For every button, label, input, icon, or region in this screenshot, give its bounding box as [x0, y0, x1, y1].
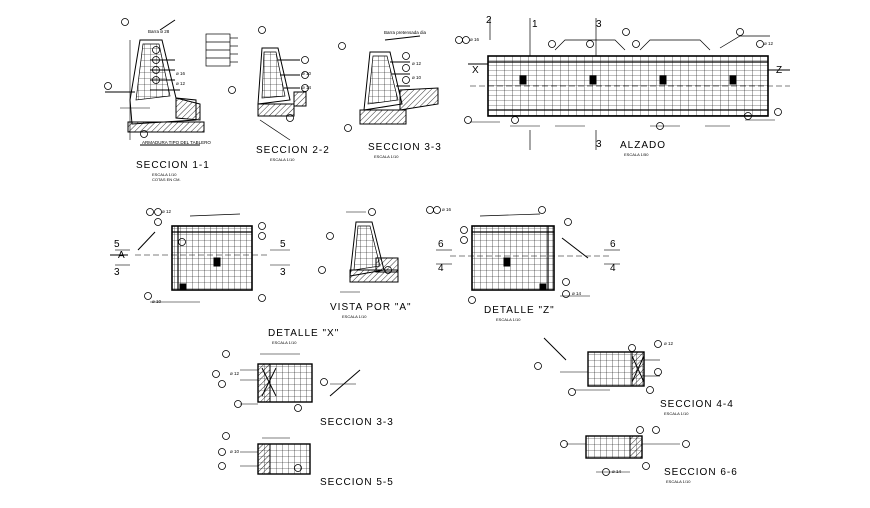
title-alzado: ALZADO — [620, 140, 667, 151]
bar-callout: ø 10 — [412, 75, 422, 80]
detail-left-grid — [110, 208, 290, 303]
scale-detalle-x: ESCALA 1/10 — [272, 340, 297, 345]
section-6-6 — [560, 426, 690, 476]
bar-callout: ø 12 — [162, 209, 172, 214]
cut-mark-3-bottom: 3 — [596, 139, 602, 150]
title-seccion-2-2: SECCION 2-2 — [256, 145, 330, 156]
scale-vista-por-a: ESCALA 1/10 — [342, 314, 367, 319]
bar-callout: ø 14 — [612, 469, 622, 474]
bar-callout: ø 16 — [470, 37, 480, 42]
title-detalle-x: DETALLE "X" — [268, 328, 340, 339]
cut-mark-3-right: 3 — [280, 267, 286, 278]
bar-callout: ø 16 — [176, 71, 186, 76]
scale-seccion-3-3-top: ESCALA 1/10 — [374, 154, 399, 159]
bar-callout: ø 14 — [572, 291, 582, 296]
title-seccion-6-6: SECCION 6-6 — [664, 467, 738, 478]
cut-mark-4-right: 4 — [610, 263, 616, 274]
cut-mark-6-left: 6 — [438, 239, 444, 250]
units-seccion-1-1: COTAS EN CM. — [152, 177, 181, 182]
cut-mark-x: X — [472, 65, 479, 76]
scale-detalle-z: ESCALA 1/10 — [496, 317, 521, 322]
note-barra: Barra ø 28 — [148, 29, 170, 34]
bar-callout: ø 12 — [764, 41, 774, 46]
cut-mark-2: 2 — [486, 15, 492, 26]
cut-mark-z: Z — [776, 65, 783, 76]
bar-callout: ø 10 — [230, 449, 240, 454]
detalle-z — [426, 206, 620, 304]
cut-mark-a: A — [118, 250, 125, 261]
scale-seccion-4-4: ESCALA 1/10 — [664, 411, 689, 416]
note-armadura: ARMADURA TIPO DEL TABLERO — [142, 140, 211, 145]
cut-mark-3-top: 3 — [596, 19, 602, 30]
detalle-x-section-3-3 — [212, 350, 361, 412]
bar-callout: ø 12 — [230, 371, 240, 376]
scale-seccion-6-6: ESCALA 1/10 — [666, 479, 691, 484]
section-4-4 — [534, 337, 662, 396]
bar-callout: ø 12 — [664, 341, 674, 346]
bar-callout: ø 10 — [152, 299, 162, 304]
section-3-3-top — [338, 35, 439, 132]
title-detalle-z: DETALLE "Z" — [484, 305, 555, 316]
bar-callout: ø 14 — [302, 85, 312, 90]
vista-por-a — [318, 208, 399, 293]
note-barra-pretensada: Barra pretensada dia — [384, 30, 427, 35]
alzado-elevation — [455, 18, 790, 150]
title-seccion-4-4: SECCION 4-4 — [660, 399, 734, 410]
cut-mark-6-right: 6 — [610, 239, 616, 250]
cut-mark-3-left: 3 — [114, 267, 120, 278]
scale-seccion-2-2: ESCALA 1/10 — [270, 157, 295, 162]
bar-callout: ø 12 — [176, 81, 186, 86]
title-seccion-3-3-bottom: SECCION 3-3 — [320, 417, 394, 428]
title-seccion-1-1: SECCION 1-1 — [136, 160, 210, 171]
section-5-5 — [218, 432, 311, 475]
bar-callout: ø 12 — [412, 61, 422, 66]
cut-mark-4-left: 4 — [438, 263, 444, 274]
section-2-2 — [228, 26, 309, 141]
bar-callout: ø 10 — [302, 71, 312, 76]
section-1-1 — [104, 18, 205, 146]
cut-mark-1: 1 — [532, 19, 538, 30]
title-seccion-3-3-top: SECCION 3-3 — [368, 142, 442, 153]
legend-table — [205, 33, 238, 67]
cut-mark-5-left: 5 — [114, 239, 120, 250]
bar-callout: ø 16 — [442, 207, 452, 212]
title-seccion-5-5: SECCION 5-5 — [320, 477, 394, 488]
cut-mark-5-right: 5 — [280, 239, 286, 250]
scale-seccion-1-1: ESCALA 1/10 — [152, 172, 177, 177]
scale-alzado: ESCALA 1/50 — [624, 152, 649, 157]
title-vista-por-a: VISTA POR "A" — [330, 302, 412, 313]
